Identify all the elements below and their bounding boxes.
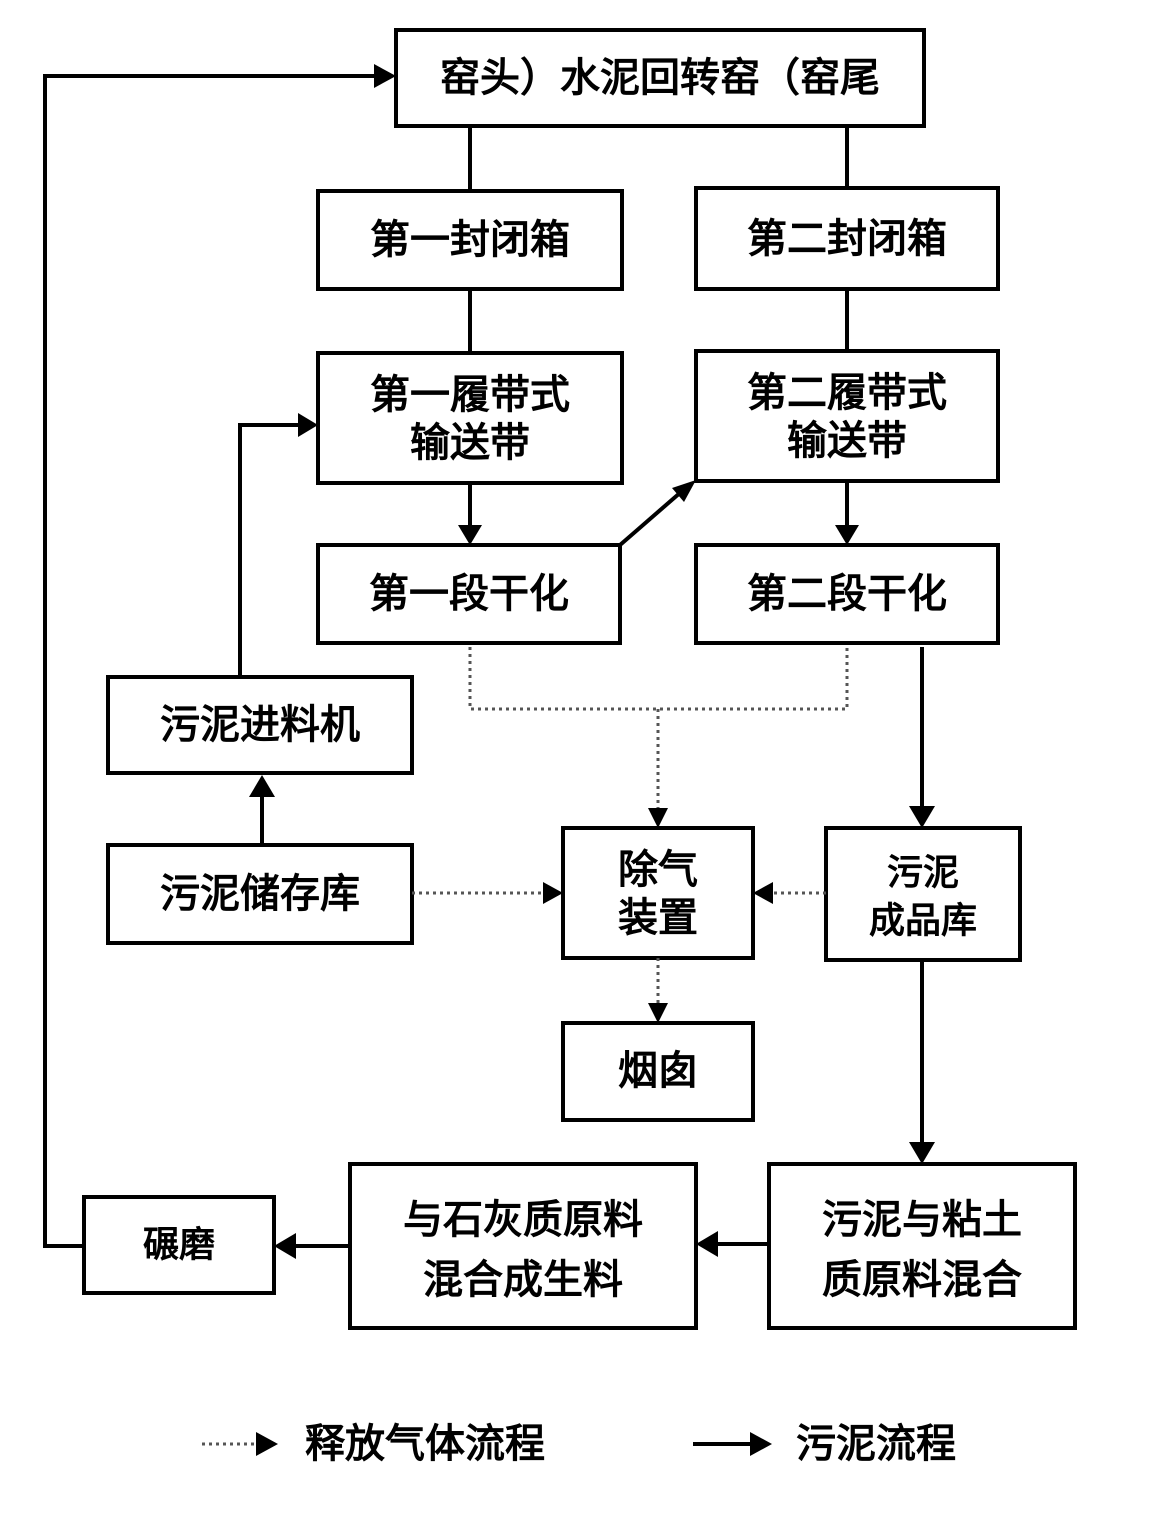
gas-arrow-degas-chimney-head: [648, 1003, 668, 1023]
node-clay-mix-line2: 质原料混合: [822, 1257, 1022, 1303]
arrow-claymix-limemix-head: [696, 1231, 718, 1257]
node-belt1-line1: 第一履带式: [370, 372, 570, 418]
node-degas-line1: 除气: [618, 847, 698, 893]
node-box1-label: 第一封闭箱: [370, 217, 570, 263]
node-lime-mix-line1: 与石灰质原料: [403, 1197, 643, 1243]
node-belt2-line2: 输送带: [787, 418, 907, 464]
arrow-dry1-belt2: [618, 490, 683, 547]
node-belt1-line2: 输送带: [410, 420, 530, 466]
node-feeder: 污泥进料机: [106, 675, 414, 775]
node-degas-line2: 装置: [618, 895, 698, 941]
node-dry1: 第一段干化: [316, 543, 622, 645]
node-lime-mix: 与石灰质原料 混合成生料: [348, 1162, 698, 1330]
legend-gas: 释放气体流程: [202, 1421, 545, 1467]
node-lime-mix-line2: 混合成生料: [423, 1257, 623, 1303]
node-clay-mix: 污泥与粘土 质原料混合: [767, 1162, 1077, 1330]
node-belt1: 第一履带式 输送带: [316, 351, 624, 485]
legend-gas-label: 释放气体流程: [305, 1421, 545, 1467]
arrow-feeder-belt1-head: [298, 413, 318, 437]
legend-gas-arrowhead: [256, 1432, 278, 1456]
node-feeder-label: 污泥进料机: [160, 702, 360, 748]
arrow-limemix-grind-head: [274, 1233, 296, 1259]
legend-sludge-label: 污泥流程: [796, 1421, 956, 1467]
gas-arrow-to-degas-head: [648, 808, 668, 828]
node-dry1-label: 第一段干化: [369, 571, 569, 617]
node-storage: 污泥储存库: [106, 843, 414, 945]
gas-arrow-storage-degas-head: [543, 882, 563, 904]
node-box2: 第二封闭箱: [694, 186, 1000, 291]
arrow-belt1-dry1-head: [458, 525, 482, 545]
arrow-product-claymix-head: [909, 1142, 935, 1164]
node-belt2-line1: 第二履带式: [747, 370, 947, 416]
node-product-line2: 成品库: [869, 901, 977, 942]
gas-dry-collector: [468, 647, 849, 711]
arrow-storage-feeder-head: [249, 775, 275, 797]
arrow-grind-kiln-head: [374, 64, 396, 88]
node-product-line1: 污泥: [887, 853, 959, 894]
node-storage-label: 污泥储存库: [160, 871, 360, 917]
arrow-dry1-belt2-head: [672, 480, 696, 502]
arrow-dry2-product-head: [909, 806, 935, 828]
gas-flow-lines: [412, 647, 849, 1023]
arrow-grind-kiln: [43, 74, 376, 1248]
node-degas: 除气 装置: [561, 826, 755, 960]
legend-sludge: 污泥流程: [693, 1421, 956, 1467]
node-product: 污泥 成品库: [824, 826, 1022, 962]
node-clay-mix-line1: 污泥与粘土: [822, 1197, 1022, 1243]
node-kiln: 窑头）水泥回转窑（窑尾: [394, 28, 926, 128]
arrow-belt2-dry2-head: [835, 525, 859, 545]
node-box1: 第一封闭箱: [316, 189, 624, 291]
node-dry2-label: 第二段干化: [747, 571, 947, 617]
legend: 释放气体流程 污泥流程: [202, 1421, 956, 1467]
node-chimney: 烟囱: [561, 1021, 755, 1122]
node-dry2: 第二段干化: [694, 543, 1000, 645]
node-box2-label: 第二封闭箱: [747, 216, 947, 262]
node-belt2: 第二履带式 输送带: [694, 349, 1000, 483]
legend-sludge-arrowhead: [750, 1432, 772, 1456]
arrow-feeder-belt1: [238, 423, 300, 677]
node-grind: 碾磨: [82, 1195, 276, 1295]
node-grind-label: 碾磨: [143, 1225, 215, 1266]
node-chimney-label: 烟囱: [618, 1048, 698, 1094]
gas-arrow-product-degas-head: [753, 882, 773, 904]
node-kiln-label: 窑头）水泥回转窑（窑尾: [440, 55, 880, 101]
sludge-flow-lines: [43, 64, 935, 1259]
